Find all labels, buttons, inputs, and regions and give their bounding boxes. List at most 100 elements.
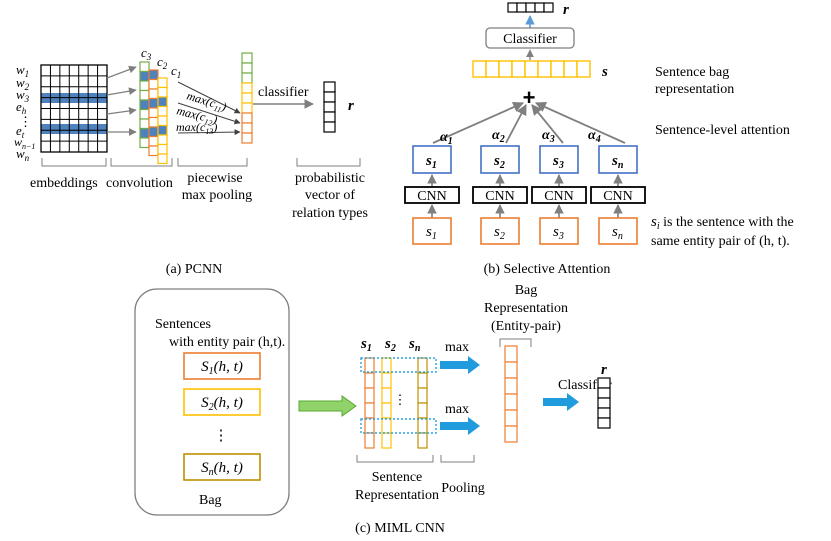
bag-rep-label-1: Sentence bag [655, 65, 729, 80]
alpha-4: α4 [588, 128, 601, 145]
miml-output-vector-r [597, 377, 611, 429]
filter-label-c3: c3 [141, 45, 152, 62]
pcnn-panel: w1 w2 w3 eh ⋮ et wn−1 wn c3 c2 c1 [14, 45, 368, 277]
cnn-label-1: CNN [417, 189, 447, 204]
sentence-representation-columns [364, 357, 428, 449]
col-label-s2: s2 [384, 336, 396, 354]
word-label-wn: wn [16, 146, 30, 163]
alpha-3: α3 [542, 128, 555, 145]
pooled-vector [241, 52, 253, 144]
green-arrow-icon [298, 395, 357, 417]
att-output-vector-r [507, 2, 554, 13]
word-label-dots: ⋮ [19, 114, 32, 129]
max-c13-label: max(c13) [176, 120, 217, 136]
sentence-vector-sn [598, 145, 638, 174]
prob-vector-2: vector of [305, 188, 355, 203]
cnn-box-4 [590, 186, 646, 204]
max-row-top [360, 357, 437, 373]
cnn-box-3 [531, 186, 587, 204]
miml-r-label: r [601, 362, 607, 378]
input-sentence-1 [412, 217, 452, 245]
filter-label-c1: c1 [171, 63, 181, 80]
convolution-filters: c3 c2 c1 [139, 45, 181, 165]
caption-attention: (b) Selective Attention [484, 262, 611, 277]
attention-panel: r Classifier s Sentence bag representati… [404, 2, 794, 277]
sentence-attention-label: Sentence-level attention [655, 123, 790, 138]
word-label-w1: w1 [16, 62, 29, 79]
note-line-2: same entity pair of (h, t). [651, 234, 790, 249]
cnn-label-3: CNN [544, 189, 574, 204]
input-sentence-3 [539, 217, 579, 245]
max-c11-label: max(c11) [185, 88, 229, 115]
word-label-wn1: wn−1 [14, 135, 35, 151]
sentence-box-2-label: S2(h, t) [201, 395, 243, 413]
word-label-w2: w2 [16, 75, 30, 92]
sentence-box-1 [183, 352, 261, 380]
caption-miml: (c) MIML CNN [355, 521, 445, 536]
sentence-rep-2: Representation [355, 488, 439, 503]
caption-pcnn: (a) PCNN [166, 262, 222, 277]
sentence-rep-bracket [356, 455, 434, 463]
sentence-box-2 [183, 388, 261, 416]
prob-vector-1: probabilistic [295, 171, 365, 186]
att-classifier-label: Classifier [503, 32, 557, 47]
bag-label: Bag [199, 493, 222, 508]
max-arrows [177, 81, 241, 136]
input-sentence-2-label: s2 [494, 224, 505, 242]
bag-rep-3: (Entity-pair) [491, 319, 561, 334]
cnn-up-arrows [427, 174, 623, 187]
sentence-vector-s1-label: s1 [425, 153, 437, 171]
cnn-label-4: CNN [603, 189, 633, 204]
cnn-box-1 [404, 186, 460, 204]
classifier-arrow-icon [543, 393, 579, 411]
max-c12-label: max(c12) [175, 103, 219, 129]
word-labels: w1 w2 w3 eh ⋮ et wn−1 wn [14, 62, 35, 163]
note-line-1: si is the sentence with the [651, 214, 794, 232]
embedding-to-conv-arrows [106, 65, 137, 136]
stage-convolution: convolution [106, 176, 173, 191]
bag-rep-1: Bag [515, 283, 538, 298]
sentence-vdots: ⋮ [214, 428, 229, 444]
prob-vector-3: relation types [292, 206, 368, 221]
bag-rep-2: Representation [484, 301, 568, 316]
sentence-vector-sn-label: sn [611, 153, 624, 171]
miml-panel: Sentences with entity pair (h,t). S1(h, … [134, 283, 612, 536]
stage-embeddings: embeddings [30, 176, 98, 191]
pooling-label: Pooling [441, 481, 485, 496]
alpha-2: α2 [492, 128, 505, 145]
input-sentence-3-label: s3 [553, 224, 564, 242]
input-sentence-2 [480, 217, 520, 245]
att-r-label: r [563, 2, 569, 18]
bag-rep-label-2: representation [655, 82, 734, 97]
col-label-s1: s1 [360, 336, 372, 354]
att-classifier-box [485, 27, 575, 49]
max-label-bottom: max [445, 402, 469, 417]
sentence-vector-s2 [480, 145, 520, 174]
sentence-box-n [183, 453, 261, 481]
sentence-vectors: s1 s2 s3 sn [412, 145, 638, 174]
sentence-box-1-label: S1(h, t) [201, 359, 243, 377]
max-label-top: max [445, 340, 469, 355]
sentence-up-arrows [427, 204, 623, 218]
pooling-bracket [440, 455, 475, 463]
cnn-boxes: CNN CNN CNN CNN [404, 186, 646, 204]
sentence-vector-s3 [539, 145, 579, 174]
r-label: r [348, 98, 354, 114]
sentence-vector-s2-label: s2 [493, 153, 505, 171]
column-vdots: ⋮ [394, 392, 407, 407]
cnn-box-2 [472, 186, 528, 204]
attention-arrows [432, 102, 626, 144]
cnn-label-2: CNN [485, 189, 515, 204]
input-sentences: s1 s2 s3 sn [412, 217, 638, 245]
input-sentence-1-label: s1 [426, 224, 437, 242]
stage-pooling-1: piecewise [187, 171, 242, 186]
word-label-et: et [16, 123, 25, 140]
sentences-title-2: with entity pair (h,t). [169, 335, 285, 350]
embedding-matrix [40, 64, 108, 153]
att-s-label: s [601, 64, 608, 80]
word-label-eh: eh [16, 99, 27, 116]
max-row-bottom [360, 418, 437, 434]
bag-representation-vector [504, 345, 518, 443]
word-label-w3: w3 [16, 87, 30, 104]
